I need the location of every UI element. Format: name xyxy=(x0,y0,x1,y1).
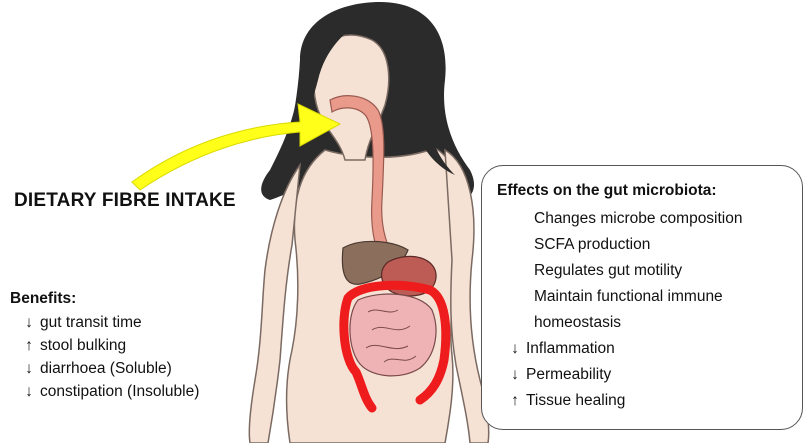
small-intestine xyxy=(350,294,436,376)
effect-item: SCFA production xyxy=(497,232,743,258)
down-arrow-icon: ↓ xyxy=(22,311,36,334)
effects-panel: Effects on the gut microbiota: Changes m… xyxy=(497,180,743,414)
benefits-panel: Benefits: ↓gut transit time ↑stool bulki… xyxy=(10,290,199,403)
effect-item: Maintain functional immune xyxy=(497,284,743,310)
effects-title: Effects on the gut microbiota: xyxy=(497,180,743,206)
benefit-item: ↓diarrhoea (Soluble) xyxy=(10,357,199,380)
effect-text: Inflammation xyxy=(526,340,615,357)
effect-arrow-item: ↓Permeability xyxy=(497,362,743,388)
effect-item: Changes microbe composition xyxy=(497,206,743,232)
up-arrow-icon: ↑ xyxy=(508,388,522,414)
benefit-text: diarrhoea (Soluble) xyxy=(40,360,172,377)
down-arrow-icon: ↓ xyxy=(508,362,522,388)
effect-arrow-item: ↑Tissue healing xyxy=(497,388,743,414)
effect-text: Permeability xyxy=(526,366,611,383)
benefits-title: Benefits: xyxy=(10,290,199,308)
benefit-item: ↓constipation (Insoluble) xyxy=(10,380,199,403)
benefit-text: gut transit time xyxy=(40,314,142,331)
benefit-text: stool bulking xyxy=(40,337,126,354)
down-arrow-icon: ↓ xyxy=(22,380,36,403)
down-arrow-icon: ↓ xyxy=(508,336,522,362)
benefit-item: ↓gut transit time xyxy=(10,311,199,334)
effect-text: Tissue healing xyxy=(526,392,625,409)
up-arrow-icon: ↑ xyxy=(22,334,36,357)
intake-label: DIETARY FIBRE INTAKE xyxy=(14,190,236,212)
effect-item: homeostasis xyxy=(497,310,743,336)
effect-item: Regulates gut motility xyxy=(497,258,743,284)
benefit-item: ↑stool bulking xyxy=(10,334,199,357)
down-arrow-icon: ↓ xyxy=(22,357,36,380)
effect-arrow-item: ↓Inflammation xyxy=(497,336,743,362)
benefit-text: constipation (Insoluble) xyxy=(40,383,199,400)
